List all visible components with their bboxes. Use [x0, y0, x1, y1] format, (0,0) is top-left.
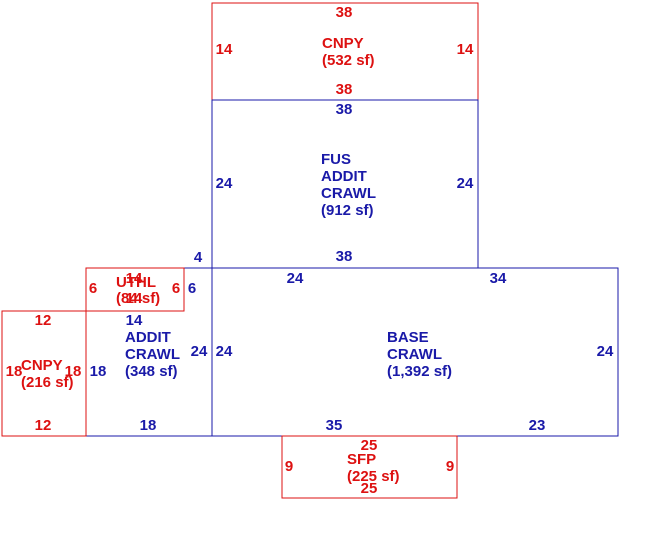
fus-dim-left: 24 — [216, 175, 233, 192]
fus-dim-bottom: 38 — [336, 248, 353, 265]
base-dim-bottom-left: 35 — [326, 417, 343, 434]
base-dim-right: 24 — [597, 343, 614, 360]
cnpy-top-dim-top: 38 — [336, 4, 353, 21]
cnpy-top-dim-left: 14 — [216, 41, 233, 58]
addit-dim-left: 18 — [90, 363, 107, 380]
sfp-dim-top: 25 — [361, 437, 378, 454]
cnpy-left-dim-right: 18 — [65, 363, 82, 380]
sfp-dim-bottom: 25 — [361, 480, 378, 497]
base-line-1: BASE — [387, 329, 429, 346]
sfp-outline — [281, 435, 458, 499]
addit-dim-step-top: 4 — [194, 249, 203, 266]
cnpy-top-dim-bottom: 38 — [336, 81, 353, 98]
sfp-dim-right: 9 — [446, 458, 454, 475]
cnpy-left-outline — [1, 310, 87, 437]
cnpy-left-dim-top: 12 — [35, 312, 52, 329]
uthl-dim-bottom: 14 — [126, 290, 143, 307]
fus-dim-top: 38 — [336, 101, 353, 118]
cnpy-top-name: CNPY — [322, 35, 364, 52]
fus-line-3: CRAWL — [321, 185, 376, 202]
uthl-outline — [85, 267, 185, 312]
addit-line-1: ADDIT — [125, 329, 171, 346]
base-dim-bottom-right: 23 — [529, 417, 546, 434]
uthl-dim-right: 6 — [172, 280, 180, 297]
addit-line-2: CRAWL — [125, 346, 180, 363]
base-line-2: CRAWL — [387, 346, 442, 363]
cnpy-left-area: (216 sf) — [21, 374, 74, 391]
fus-area: (912 sf) — [321, 202, 374, 219]
cnpy-left-name: CNPY — [21, 357, 63, 374]
addit-dim-top: 14 — [126, 312, 143, 329]
sfp-area: (225 sf) — [347, 468, 400, 485]
uthl-dim-top: 14 — [126, 270, 143, 287]
addit-dim-right: 24 — [191, 343, 208, 360]
base-dim-left: 24 — [216, 343, 233, 360]
base-dim-top-left: 24 — [287, 270, 304, 287]
fus-dim-right: 24 — [457, 175, 474, 192]
base-area: (1,392 sf) — [387, 363, 452, 380]
cnpy-left-dim-left: 18 — [6, 363, 23, 380]
base-dim-top-right: 34 — [490, 270, 507, 287]
uthl-area: (84 sf) — [116, 290, 160, 307]
addit-dim-bottom: 18 — [140, 417, 157, 434]
uthl-name: UTHL — [116, 274, 156, 291]
addit-area: (348 sf) — [125, 363, 178, 380]
cnpy-top-area: (532 sf) — [322, 52, 375, 69]
cnpy-top-dim-right: 14 — [457, 41, 474, 58]
addit-dim-step-side: 6 — [188, 280, 196, 297]
uthl-dim-left: 6 — [89, 280, 97, 297]
sfp-dim-left: 9 — [285, 458, 293, 475]
sfp-name: SFP — [347, 451, 376, 468]
cnpy-left-dim-bottom: 12 — [35, 417, 52, 434]
fus-line-2: ADDIT — [321, 168, 367, 185]
fus-line-1: FUS — [321, 151, 351, 168]
